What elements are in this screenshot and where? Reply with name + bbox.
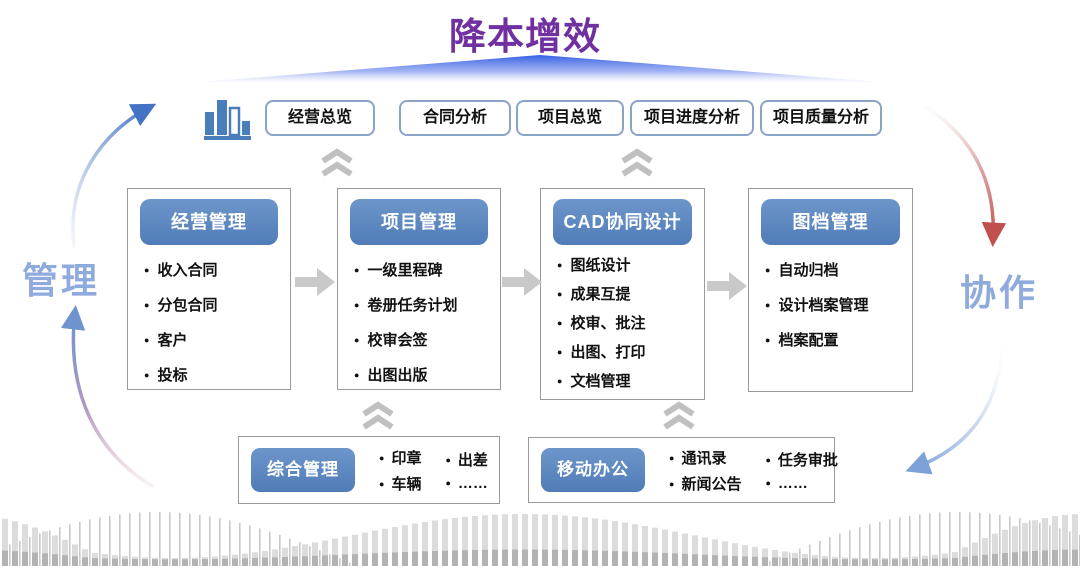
module-box-drawing-archive-management: 图档管理 自动归档设计档案管理档案配置 [748, 188, 913, 392]
module-item: 出图、打印 [557, 341, 696, 362]
module-item: 校审会签 [354, 329, 492, 350]
wave-decoration [2, 512, 1080, 566]
module-item: 客户 [144, 329, 282, 350]
dashboard-chip-project-quality-analysis: 项目质量分析 [760, 100, 882, 136]
curved-arrow-left-up-icon [71, 103, 157, 248]
module-item: 出图出版 [354, 364, 492, 385]
module-item-list: 通讯录新闻公告 [669, 442, 741, 499]
module-item: 投标 [144, 364, 282, 385]
page-title: 降本增效 [449, 16, 601, 57]
module-item: 印章 [379, 447, 421, 468]
module-item: 新闻公告 [669, 473, 741, 494]
module-item: …… [765, 475, 837, 492]
side-label-collaboration: 协作 [960, 272, 1039, 313]
module-box-cad-collaborative-design: CAD协同设计 图纸设计成果互提校审、批注出图、打印文档管理 [540, 188, 705, 400]
dashboard-chip-contract-analysis: 合同分析 [399, 100, 511, 136]
module-item: 分包合同 [144, 294, 282, 315]
module-item: 档案配置 [765, 329, 904, 350]
chevron-up-icon [362, 401, 394, 430]
module-item: 校审、批注 [557, 312, 696, 333]
chevron-up-icon [621, 148, 653, 177]
roof-triangle [200, 55, 880, 82]
module-item: 设计档案管理 [765, 294, 904, 315]
module-item: 车辆 [379, 473, 421, 494]
module-item-list: 任务审批 …… [765, 444, 838, 497]
chevron-up-icon [321, 148, 353, 177]
module-item: …… [445, 475, 488, 492]
module-item: 通讯录 [669, 447, 741, 468]
dashboard-chip-project-overview: 项目总览 [516, 100, 624, 136]
bottom-module-box-general-management: 综合管理 印章车辆 出差 …… [238, 436, 500, 504]
dashboard-chip-business-overview: 经营总览 [265, 100, 375, 136]
module-header: CAD协同设计 [553, 199, 692, 245]
module-header: 图档管理 [761, 199, 900, 245]
curved-arrow-left-bottom-icon [60, 305, 154, 488]
curved-arrow-right-down-icon [922, 104, 1007, 247]
module-box-project-management: 项目管理 一级里程碑卷册任务计划校审会签出图出版 [337, 188, 501, 390]
module-item: 成果互提 [557, 283, 696, 304]
side-label-management: 管理 [22, 260, 101, 301]
chevron-up-icon [663, 401, 695, 430]
module-item: 任务审批 [765, 449, 838, 470]
bar-chart-icon [204, 100, 251, 140]
module-box-business-management: 经营管理 收入合同分包合同客户投标 [127, 188, 291, 390]
module-item-list: 自动归档设计档案管理档案配置 [749, 259, 912, 350]
module-item: 一级里程碑 [354, 259, 492, 280]
module-item-list: 图纸设计成果互提校审、批注出图、打印文档管理 [541, 254, 704, 391]
module-item-list: 印章车辆 [379, 442, 421, 499]
module-header: 项目管理 [350, 199, 488, 245]
module-item-list: 出差 …… [445, 444, 488, 497]
dashboard-chip-project-progress-analysis: 项目进度分析 [630, 100, 754, 136]
module-item: 自动归档 [765, 259, 904, 280]
module-header: 经营管理 [140, 199, 278, 245]
module-item-list: 收入合同分包合同客户投标 [128, 259, 290, 385]
curved-arrow-right-bottom-icon [905, 334, 1005, 475]
module-item: 出差 [445, 449, 488, 470]
module-item: 图纸设计 [557, 254, 696, 275]
module-item: 卷册任务计划 [354, 294, 492, 315]
module-header: 移动办公 [541, 448, 645, 492]
module-item: 文档管理 [557, 370, 696, 391]
module-item-list: 一级里程碑卷册任务计划校审会签出图出版 [338, 259, 500, 385]
bottom-module-box-mobile-office: 移动办公 通讯录新闻公告 任务审批 …… [528, 437, 838, 503]
module-header: 综合管理 [251, 448, 355, 492]
module-item: 收入合同 [144, 259, 282, 280]
